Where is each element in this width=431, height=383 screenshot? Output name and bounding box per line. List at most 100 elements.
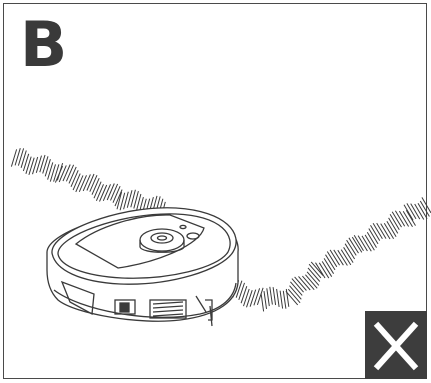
bristle bbox=[25, 156, 32, 174]
bristle bbox=[361, 235, 372, 252]
bristle bbox=[14, 148, 21, 166]
bristle bbox=[351, 236, 363, 253]
bristle bbox=[260, 293, 265, 312]
bristle bbox=[298, 276, 311, 291]
bristle bbox=[348, 237, 359, 254]
bristle bbox=[269, 286, 273, 305]
bristle bbox=[308, 263, 322, 279]
bristle bbox=[402, 211, 413, 228]
bristle bbox=[302, 275, 315, 291]
bristle bbox=[380, 223, 391, 240]
bristle bbox=[272, 287, 277, 306]
bristle bbox=[53, 164, 60, 182]
bristle bbox=[305, 274, 318, 289]
bristle bbox=[123, 191, 129, 210]
bristle bbox=[44, 159, 51, 177]
panel-label: B bbox=[20, 8, 68, 81]
bristle bbox=[364, 234, 375, 251]
bristle bbox=[282, 290, 287, 309]
bristle bbox=[340, 249, 352, 266]
bristle bbox=[39, 154, 46, 173]
bristle bbox=[91, 178, 100, 195]
bristle bbox=[266, 288, 270, 307]
bristle bbox=[106, 183, 115, 201]
bristle bbox=[35, 155, 42, 173]
bristle bbox=[263, 291, 267, 309]
bristle bbox=[287, 288, 301, 304]
bristle bbox=[75, 175, 84, 193]
bristle bbox=[318, 262, 330, 279]
bristle bbox=[47, 162, 54, 180]
bristle bbox=[112, 186, 121, 203]
bristle bbox=[343, 247, 354, 263]
bristle bbox=[86, 173, 95, 191]
bristle bbox=[383, 223, 395, 239]
bristle bbox=[326, 251, 338, 268]
bristle bbox=[388, 217, 399, 234]
bristle bbox=[246, 290, 253, 308]
bristle bbox=[321, 261, 333, 277]
bristle bbox=[329, 249, 341, 266]
bristle bbox=[291, 278, 304, 293]
bristle bbox=[99, 184, 108, 202]
bristle bbox=[78, 175, 87, 192]
bristle bbox=[419, 200, 430, 217]
bristle bbox=[256, 287, 264, 306]
bristle bbox=[116, 191, 123, 210]
bristle bbox=[403, 204, 414, 221]
bristle bbox=[93, 181, 102, 199]
incorrect-badge bbox=[365, 311, 427, 379]
bristle bbox=[42, 156, 49, 174]
bristle bbox=[370, 224, 381, 241]
illustration-frame bbox=[3, 3, 427, 379]
bristle bbox=[357, 235, 368, 252]
bristle bbox=[130, 189, 136, 208]
bristle bbox=[114, 189, 123, 207]
bristle bbox=[62, 164, 71, 182]
bristle bbox=[240, 286, 248, 304]
bristle bbox=[372, 223, 383, 240]
bristle bbox=[310, 261, 324, 276]
bristle bbox=[58, 165, 67, 183]
bristle bbox=[28, 157, 35, 176]
bristle bbox=[54, 165, 64, 183]
bristle bbox=[243, 288, 250, 307]
bristle bbox=[95, 184, 104, 201]
bristle bbox=[376, 222, 387, 239]
bristle bbox=[119, 192, 126, 211]
bristle bbox=[414, 203, 425, 220]
bristle bbox=[323, 258, 335, 274]
bristle bbox=[290, 281, 303, 296]
bristle bbox=[417, 203, 428, 220]
bristle bbox=[386, 221, 397, 238]
bristle bbox=[10, 149, 18, 167]
bristle bbox=[82, 174, 91, 192]
bristle bbox=[135, 193, 142, 212]
bristle bbox=[346, 239, 357, 256]
bristle bbox=[133, 190, 139, 209]
bristle bbox=[410, 203, 421, 220]
bristle bbox=[17, 148, 25, 166]
bristle bbox=[20, 150, 27, 168]
bristle bbox=[389, 214, 400, 230]
bristle bbox=[22, 153, 30, 172]
bristle bbox=[253, 288, 261, 306]
bristle bbox=[49, 164, 56, 182]
bristle bbox=[398, 210, 410, 227]
bristle bbox=[405, 209, 416, 226]
bristle bbox=[249, 289, 257, 307]
bristle bbox=[285, 290, 299, 306]
bristle bbox=[72, 173, 81, 191]
bristle bbox=[333, 249, 344, 266]
robot-vacuum bbox=[46, 207, 239, 327]
bristle bbox=[110, 183, 119, 201]
close-icon bbox=[373, 321, 419, 371]
bristle bbox=[32, 156, 39, 175]
bristle bbox=[344, 243, 356, 260]
bristle bbox=[421, 197, 431, 214]
bristle bbox=[394, 210, 406, 227]
bristle bbox=[406, 203, 417, 220]
bristle bbox=[126, 190, 133, 208]
bristle bbox=[294, 276, 307, 291]
